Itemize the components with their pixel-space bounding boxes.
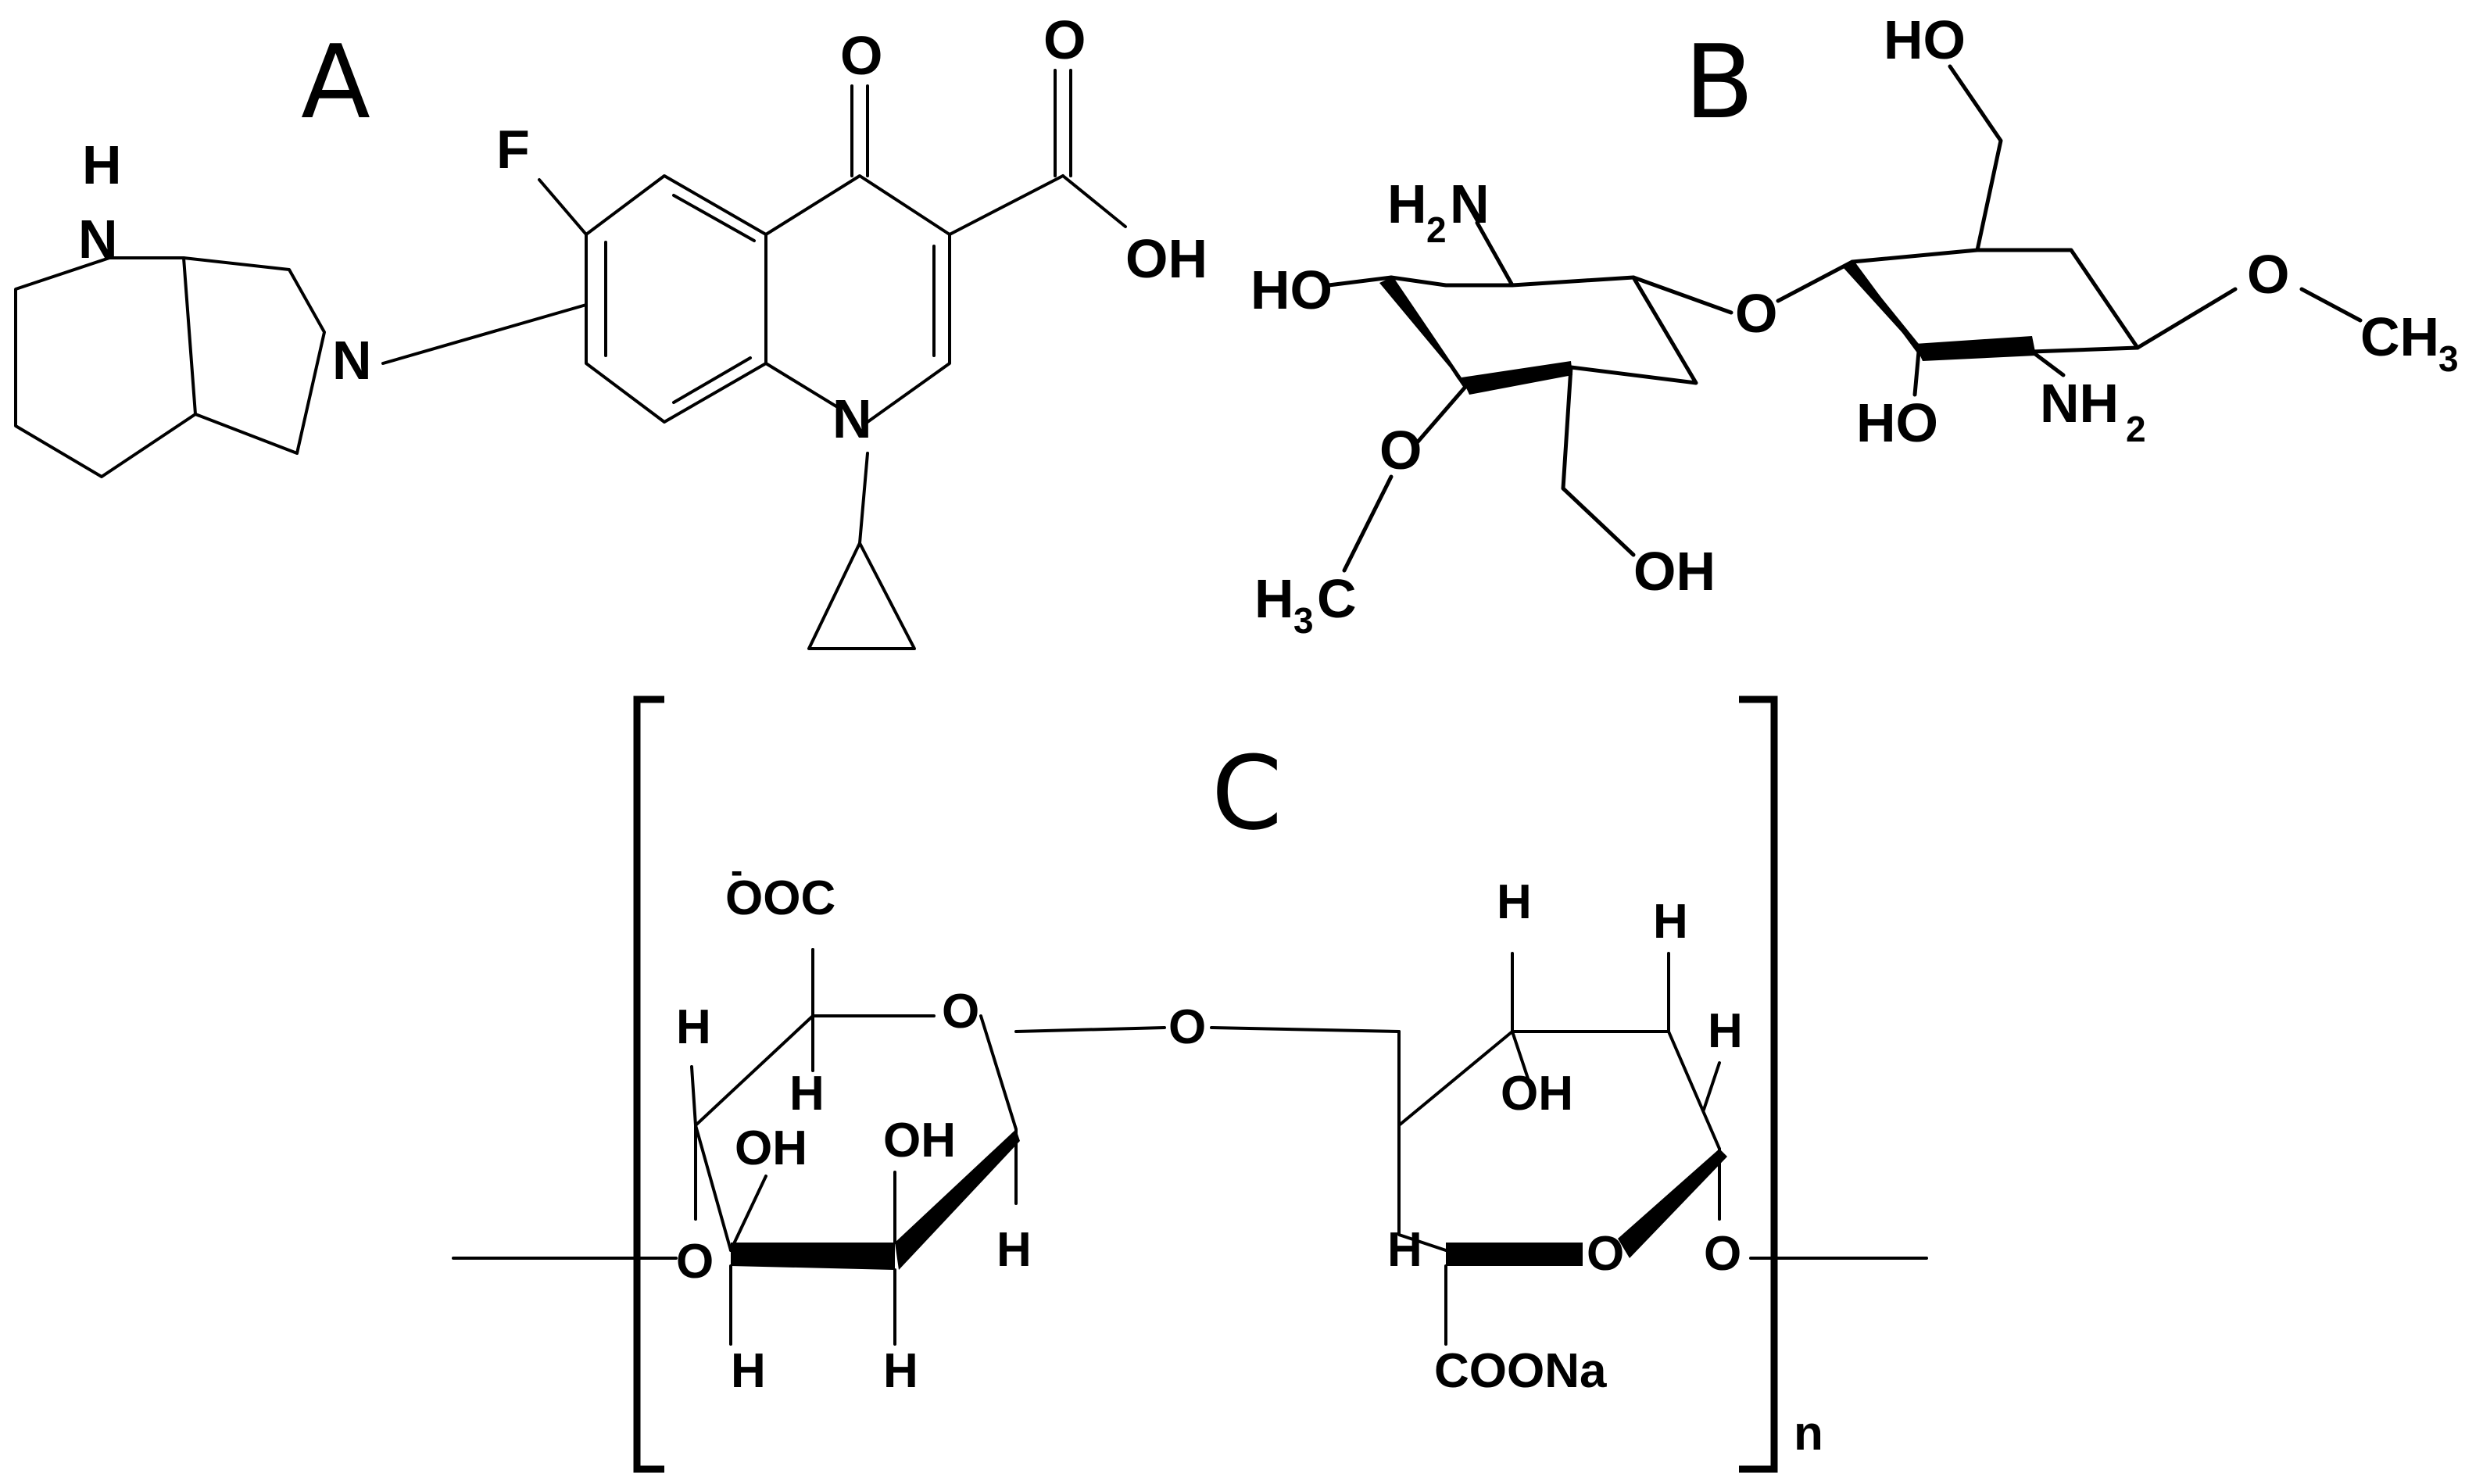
panel-a-label: A	[301, 23, 370, 141]
atom-h3c-h: H	[1254, 568, 1294, 629]
atom-h9: H	[1387, 1223, 1422, 1277]
atom-n-quinolone: N	[832, 388, 872, 449]
panel-a-structure: A H N N F O O OH N	[14, 9, 1208, 650]
atom-h8: H	[1708, 1004, 1743, 1058]
atom-o-ring1: O	[942, 985, 979, 1039]
left-bracket	[633, 696, 664, 1473]
panel-c-label: C	[1211, 734, 1283, 853]
atom-o-link: O	[1735, 283, 1777, 344]
atom-o-methoxy-left: O	[1379, 420, 1422, 481]
atom-nh2-sub: 2	[2126, 409, 2146, 449]
atom-ch3-right-sub: 3	[2438, 338, 2459, 379]
atom-h5: H	[883, 1344, 918, 1398]
atom-h2n-h: H	[1387, 173, 1427, 234]
atom-h3c-sub: 3	[1293, 600, 1314, 641]
atom-h2: H	[789, 1067, 825, 1121]
atom-o-acid: O	[1043, 9, 1086, 70]
atom-ho-top: HO	[1884, 9, 1966, 70]
atom-h2n-n: N	[1450, 173, 1490, 234]
atom-o-methoxy-right: O	[2247, 244, 2289, 305]
atom-h3c-c: C	[1317, 568, 1357, 629]
atom-h6: H	[1497, 875, 1532, 929]
atom-o-left: O	[676, 1235, 714, 1289]
atom-o-keto: O	[840, 25, 882, 86]
atom-f: F	[496, 119, 530, 180]
atom-ho-left: HO	[1250, 259, 1333, 320]
atom-oh3: OH	[1501, 1067, 1573, 1121]
atom-h-top: H	[82, 134, 122, 195]
atom-ooc-charge: -	[731, 850, 742, 891]
atom-oh2: OH	[883, 1114, 956, 1168]
atom-oh-bottom: OH	[1633, 541, 1716, 602]
atom-ho-right: HO	[1856, 392, 1938, 453]
atom-oh-acid: OH	[1125, 228, 1208, 289]
atom-o-bridge: O	[1168, 1000, 1206, 1054]
right-bracket	[1739, 696, 1778, 1473]
atom-ooc: OOC	[725, 871, 835, 925]
atom-h4: H	[731, 1344, 766, 1398]
atom-nh2: NH	[2040, 373, 2119, 434]
atom-ch3-right: CH	[2360, 306, 2439, 367]
atom-coona: COONa	[1434, 1344, 1607, 1398]
atom-n-pyrrolidine: N	[332, 330, 372, 391]
atom-n-ring: N	[78, 209, 118, 270]
atom-h2n-sub: 2	[1426, 209, 1447, 250]
repeat-subscript-n: n	[1794, 1407, 1823, 1461]
panel-b-label: B	[1684, 23, 1754, 141]
atom-h3: H	[996, 1223, 1032, 1277]
atom-oh1: OH	[735, 1121, 807, 1175]
atom-h7: H	[1653, 895, 1688, 949]
atom-o-ring2: O	[1587, 1227, 1624, 1281]
panel-b-structure: B HO H 2 N HO O O CH 3 O H 3 C OH	[1250, 9, 2459, 641]
atom-o-right: O	[1704, 1227, 1741, 1281]
panel-c-structure: C n OOC - O	[452, 696, 1928, 1473]
atom-h1: H	[676, 1000, 711, 1054]
